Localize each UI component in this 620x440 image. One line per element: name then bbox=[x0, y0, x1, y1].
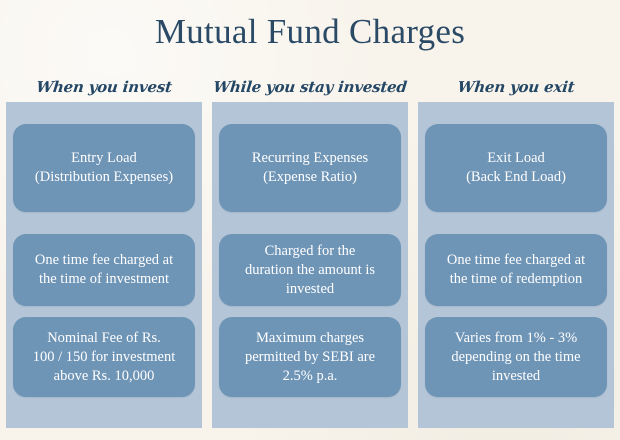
column-panel-when-you-invest: Entry Load (Distribution Expenses) One t… bbox=[6, 102, 202, 428]
card-entry-load-amount: Nominal Fee of Rs. 100 / 150 for investm… bbox=[13, 317, 195, 397]
column-while-you-stay-invested: While you stay invested Recurring Expens… bbox=[212, 74, 408, 428]
column-header-when-you-invest: When you invest bbox=[35, 78, 173, 96]
card-exit-load-timing: One time fee charged at the time of rede… bbox=[425, 234, 607, 306]
card-exit-load-range: Varies from 1% - 3% depending on the tim… bbox=[425, 317, 607, 397]
column-when-you-exit: When you exit Exit Load (Back End Load) … bbox=[418, 74, 614, 428]
card-recurring-expenses-limit: Maximum charges permitted by SEBI are 2.… bbox=[219, 317, 401, 397]
page-title: Mutual Fund Charges bbox=[154, 12, 466, 51]
column-header-while-you-stay-invested: While you stay invested bbox=[212, 78, 408, 96]
card-recurring-expenses-timing: Charged for the duration the amount is i… bbox=[219, 234, 401, 306]
column-when-you-invest: When you invest Entry Load (Distribution… bbox=[6, 74, 202, 428]
card-entry-load-timing: One time fee charged at the time of inve… bbox=[13, 234, 195, 306]
card-exit-load: Exit Load (Back End Load) bbox=[425, 124, 607, 212]
columns-container: When you invest Entry Load (Distribution… bbox=[6, 74, 614, 428]
column-header-when-you-exit: When you exit bbox=[456, 78, 576, 96]
column-panel-when-you-exit: Exit Load (Back End Load) One time fee c… bbox=[418, 102, 614, 428]
card-entry-load: Entry Load (Distribution Expenses) bbox=[13, 124, 195, 212]
column-panel-while-you-stay-invested: Recurring Expenses (Expense Ratio) Charg… bbox=[212, 102, 408, 428]
card-recurring-expenses: Recurring Expenses (Expense Ratio) bbox=[219, 124, 401, 212]
